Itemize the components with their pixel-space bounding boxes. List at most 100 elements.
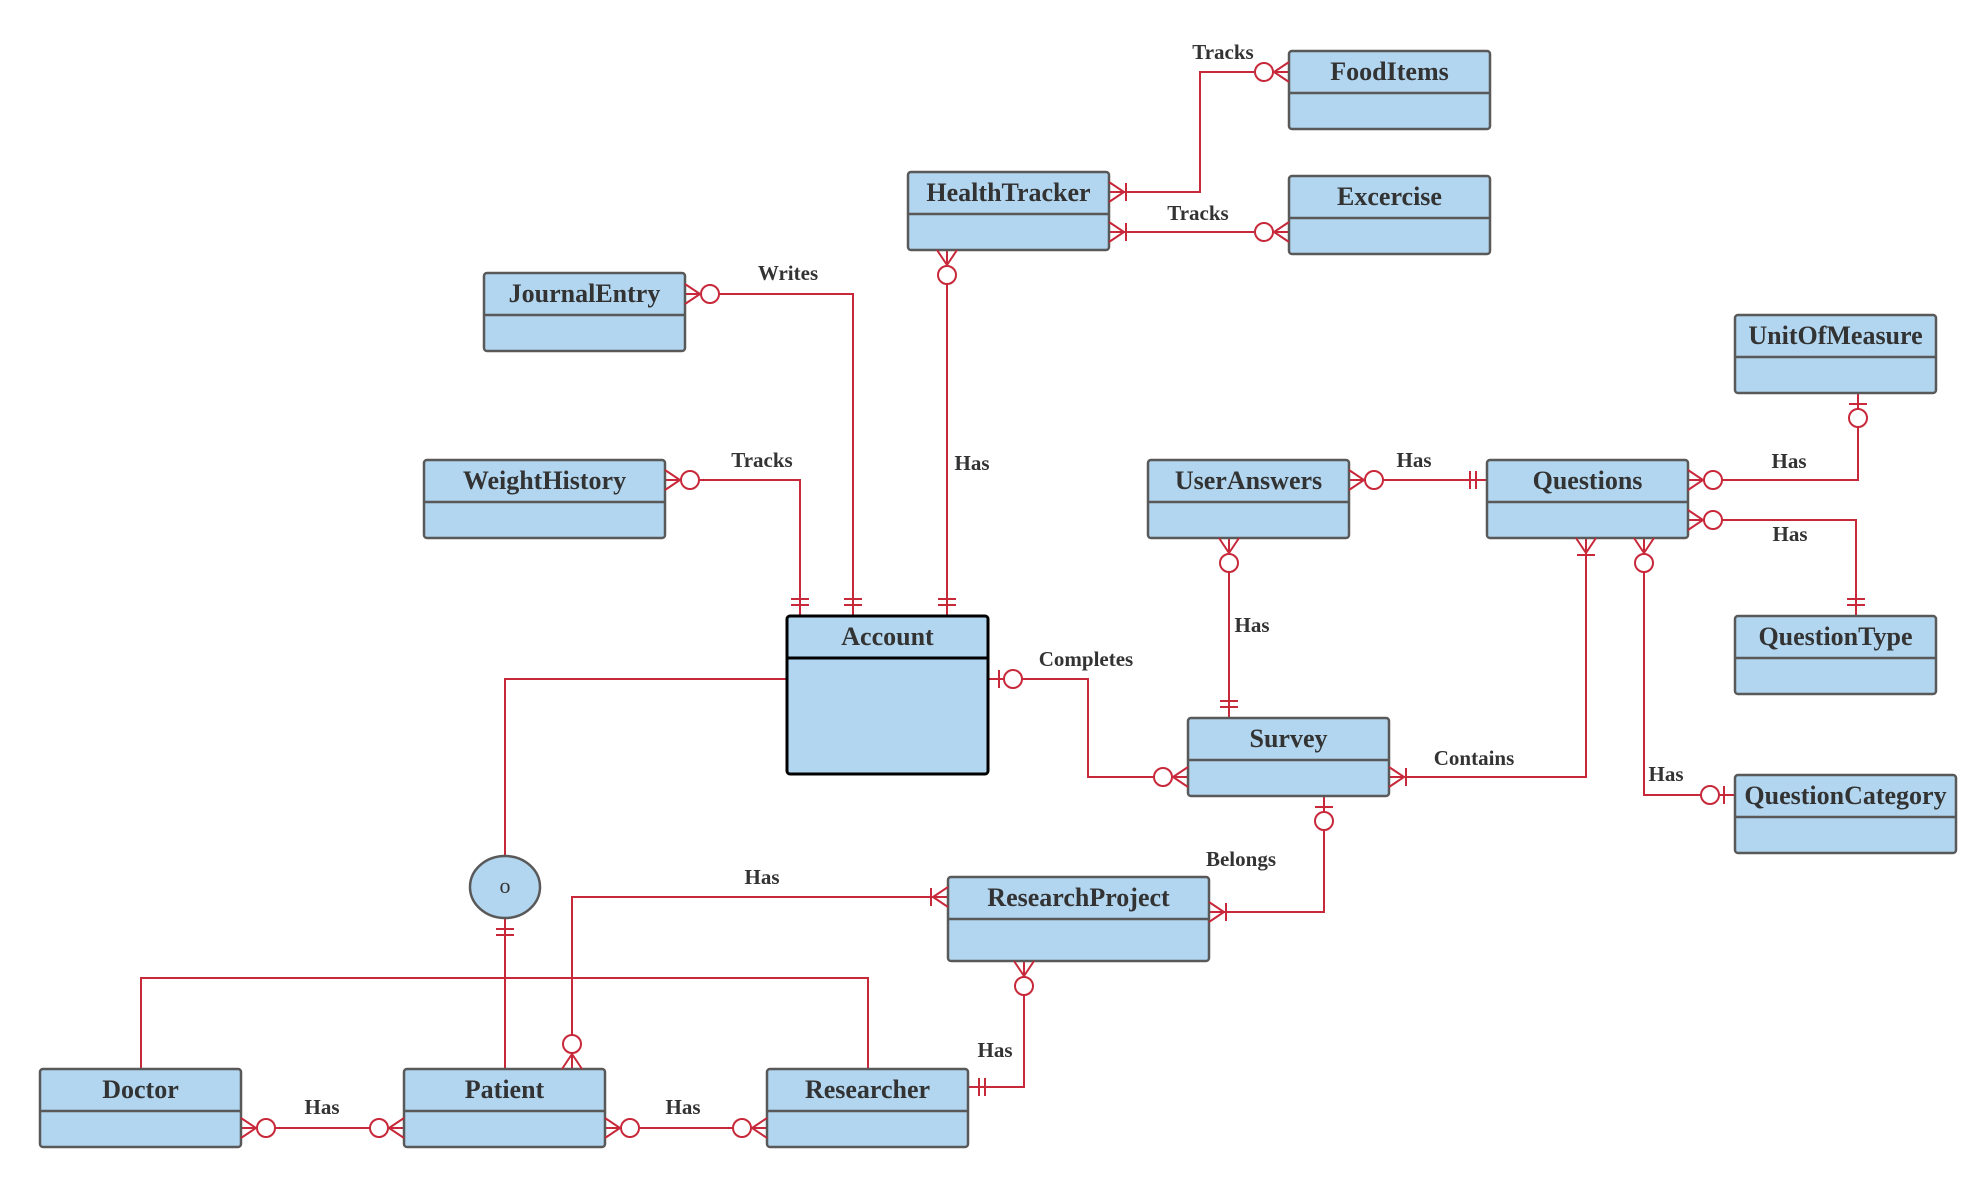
entity-name: Doctor xyxy=(102,1075,179,1104)
relationship-account-patient-line[interactable] xyxy=(504,678,787,1069)
cardinality-one-or-many-marker xyxy=(1208,901,1227,923)
cardinality-one-and-only-one-marker xyxy=(496,928,514,936)
cardinality-zero-or-many-marker xyxy=(1348,469,1384,491)
entity-name: Patient xyxy=(465,1075,545,1104)
cardinality-zero-or-one-marker xyxy=(1314,806,1334,831)
entity-box xyxy=(1733,614,1938,696)
cardinality-one-or-many-marker xyxy=(1575,537,1597,556)
entity-name: FoodItems xyxy=(1330,57,1448,86)
entity-weight-history[interactable]: WeightHistory xyxy=(422,458,667,540)
entity-questions[interactable]: Questions xyxy=(1485,458,1690,540)
cardinality-one-and-only-one-marker xyxy=(938,598,956,606)
entity-name: HealthTracker xyxy=(926,178,1090,207)
entity-box xyxy=(1485,458,1690,540)
relationship-label: Writes xyxy=(758,261,818,285)
cardinality-zero-or-one-marker xyxy=(1848,403,1868,428)
entity-research-project[interactable]: ResearchProject xyxy=(946,875,1211,963)
entity-account[interactable]: Account xyxy=(785,614,990,776)
entity-box xyxy=(1146,458,1351,540)
cardinality-one-and-only-one-marker xyxy=(791,598,809,606)
cardinality-zero-or-many-marker xyxy=(1153,766,1189,788)
entity-researcher[interactable]: Researcher xyxy=(765,1067,970,1149)
relationship-label: Has xyxy=(1396,448,1431,472)
cardinality-zero-or-many-marker xyxy=(604,1117,640,1139)
entity-name: Questions xyxy=(1533,466,1643,495)
cardinality-zero-or-many-marker xyxy=(561,1034,583,1070)
entity-box xyxy=(785,614,990,776)
cardinality-one-and-only-one-marker xyxy=(1469,471,1477,489)
relationship-label: Contains xyxy=(1434,746,1515,770)
entity-name: JournalEntry xyxy=(509,279,661,308)
relationship-label: Has xyxy=(1772,522,1807,546)
entity-health-tracker[interactable]: HealthTracker xyxy=(906,170,1111,252)
relationship-account-journal-entry-line[interactable] xyxy=(685,293,854,616)
cardinality-one-and-only-one-marker xyxy=(1220,700,1238,708)
relationship-health-tracker-food-items-line[interactable] xyxy=(1109,71,1289,193)
cardinality-one-or-many-marker xyxy=(1388,766,1407,788)
entity-box xyxy=(422,458,667,540)
relationship-label: Completes xyxy=(1039,647,1133,671)
relationship-researcher-research-project-line[interactable] xyxy=(968,961,1025,1088)
relationship-account-weight-history-line[interactable] xyxy=(665,479,801,616)
cardinality-zero-or-many-marker xyxy=(732,1117,768,1139)
cardinality-zero-or-many-marker xyxy=(240,1117,276,1139)
cardinality-zero-or-many-marker xyxy=(1254,221,1290,243)
entity-box xyxy=(1733,773,1958,855)
entity-box xyxy=(1733,313,1938,395)
entity-user-answers[interactable]: UserAnswers xyxy=(1146,458,1351,540)
relationship-label: Tracks xyxy=(731,448,792,472)
relationship-research-project-patient-line[interactable] xyxy=(571,896,948,1069)
entity-question-type[interactable]: QuestionType xyxy=(1733,614,1938,696)
subtype-discriminator[interactable]: o xyxy=(468,854,542,920)
entity-name: Account xyxy=(841,622,934,651)
cardinality-zero-or-one-marker xyxy=(998,669,1023,689)
discriminator-label: o xyxy=(500,873,511,898)
entity-box xyxy=(1287,174,1492,256)
relationship-question-category-questions-line[interactable] xyxy=(1643,538,1735,796)
cardinality-one-or-many-marker xyxy=(1108,181,1127,203)
entity-box xyxy=(906,170,1111,252)
relationship-question-type-questions-line[interactable] xyxy=(1688,519,1857,616)
cardinality-zero-or-many-marker xyxy=(1218,537,1240,573)
cardinality-zero-or-many-marker xyxy=(1013,960,1035,996)
relationship-label: Has xyxy=(977,1038,1012,1062)
entity-journal-entry[interactable]: JournalEntry xyxy=(482,271,687,353)
cardinality-zero-or-many-marker xyxy=(936,249,958,285)
entity-box xyxy=(402,1067,607,1149)
cardinality-zero-or-many-marker xyxy=(684,283,720,305)
entity-question-category[interactable]: QuestionCategory xyxy=(1733,773,1958,855)
entity-name: Excercise xyxy=(1337,182,1442,211)
relationship-label: Has xyxy=(744,865,779,889)
entity-unit-of-measure[interactable]: UnitOfMeasure xyxy=(1733,313,1938,395)
entity-name: QuestionType xyxy=(1758,622,1912,651)
relationship-label: Belongs xyxy=(1206,847,1276,871)
entity-name: ResearchProject xyxy=(987,883,1170,912)
relationship-label: Has xyxy=(665,1095,700,1119)
entity-survey[interactable]: Survey xyxy=(1186,716,1391,798)
entity-doctor[interactable]: Doctor xyxy=(38,1067,243,1149)
relationship-label: Has xyxy=(1234,613,1269,637)
relationship-survey-questions-line[interactable] xyxy=(1389,538,1587,778)
entity-food-items[interactable]: FoodItems xyxy=(1287,49,1492,131)
cardinality-zero-or-many-marker xyxy=(1687,469,1723,491)
cardinality-one-and-only-one-marker xyxy=(1847,598,1865,606)
entity-name: UnitOfMeasure xyxy=(1748,321,1922,350)
entity-name: Researcher xyxy=(805,1075,930,1104)
entity-box xyxy=(482,271,687,353)
relationship-survey-research-project-line[interactable] xyxy=(1209,796,1325,913)
cardinality-zero-or-many-marker xyxy=(664,469,700,491)
relationship-label: Has xyxy=(1648,762,1683,786)
cardinality-zero-or-one-marker xyxy=(1700,785,1725,805)
cardinality-one-and-only-one-marker xyxy=(978,1078,986,1096)
entity-excercise[interactable]: Excercise xyxy=(1287,174,1492,256)
relationship-account-survey-line[interactable] xyxy=(988,678,1188,778)
relationship-label: Has xyxy=(954,451,989,475)
entity-patient[interactable]: Patient xyxy=(402,1067,607,1149)
relationship-label: Has xyxy=(304,1095,339,1119)
entity-name: UserAnswers xyxy=(1175,466,1322,495)
entity-name: QuestionCategory xyxy=(1744,781,1946,810)
doctor-researcher-connector-line[interactable] xyxy=(140,977,869,1069)
